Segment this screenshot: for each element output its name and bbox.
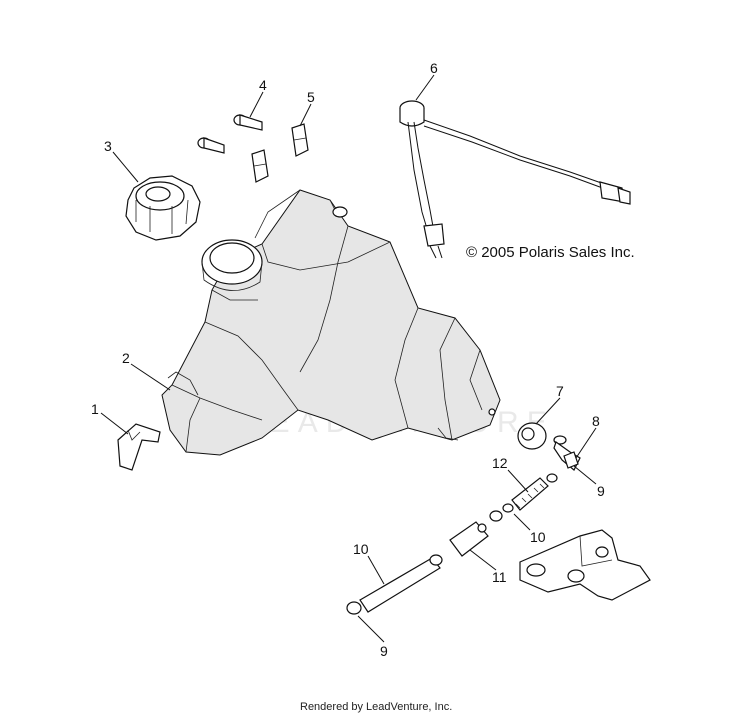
callout-10-left: 10	[353, 541, 369, 557]
callout-7: 7	[556, 383, 564, 399]
mounting-bracket	[519, 529, 651, 601]
callout-12: 12	[492, 455, 508, 471]
callout-1: 1	[91, 401, 99, 417]
spring-fitting	[502, 473, 558, 513]
hose-clamp-small	[346, 601, 362, 615]
callout-6: 6	[430, 60, 438, 76]
fuel-sender	[399, 100, 631, 259]
callout-9-lower: 9	[380, 643, 388, 659]
callout-8: 8	[592, 413, 600, 429]
fuel-cap	[125, 175, 201, 241]
hose-clamp	[489, 510, 503, 522]
fuel-hose	[359, 554, 443, 613]
tank-filler-neck	[201, 239, 263, 291]
callout-numbers: 1 2 3 4 5 6 7 8 9 12 10 10 11 9	[91, 60, 605, 659]
grommet	[517, 422, 547, 450]
callout-3: 3	[104, 138, 112, 154]
copyright-notice: © 2005 Polaris Sales Inc.	[466, 244, 635, 261]
clip-nuts	[251, 123, 309, 183]
leader-lines	[100, 74, 597, 643]
fuel-tank	[161, 189, 501, 456]
callout-11: 11	[492, 569, 507, 585]
callout-4: 4	[259, 77, 267, 93]
render-credit: Rendered by LeadVenture, Inc.	[300, 701, 452, 713]
callout-10-right: 10	[530, 529, 546, 545]
callout-5: 5	[307, 89, 315, 105]
hose-clamp-small	[563, 451, 579, 469]
tank-bracket-clip	[117, 423, 161, 471]
callout-9-upper: 9	[597, 483, 605, 499]
callout-2: 2	[122, 350, 130, 366]
rivet-fasteners	[197, 114, 263, 154]
inline-fuel-filter	[449, 521, 489, 557]
